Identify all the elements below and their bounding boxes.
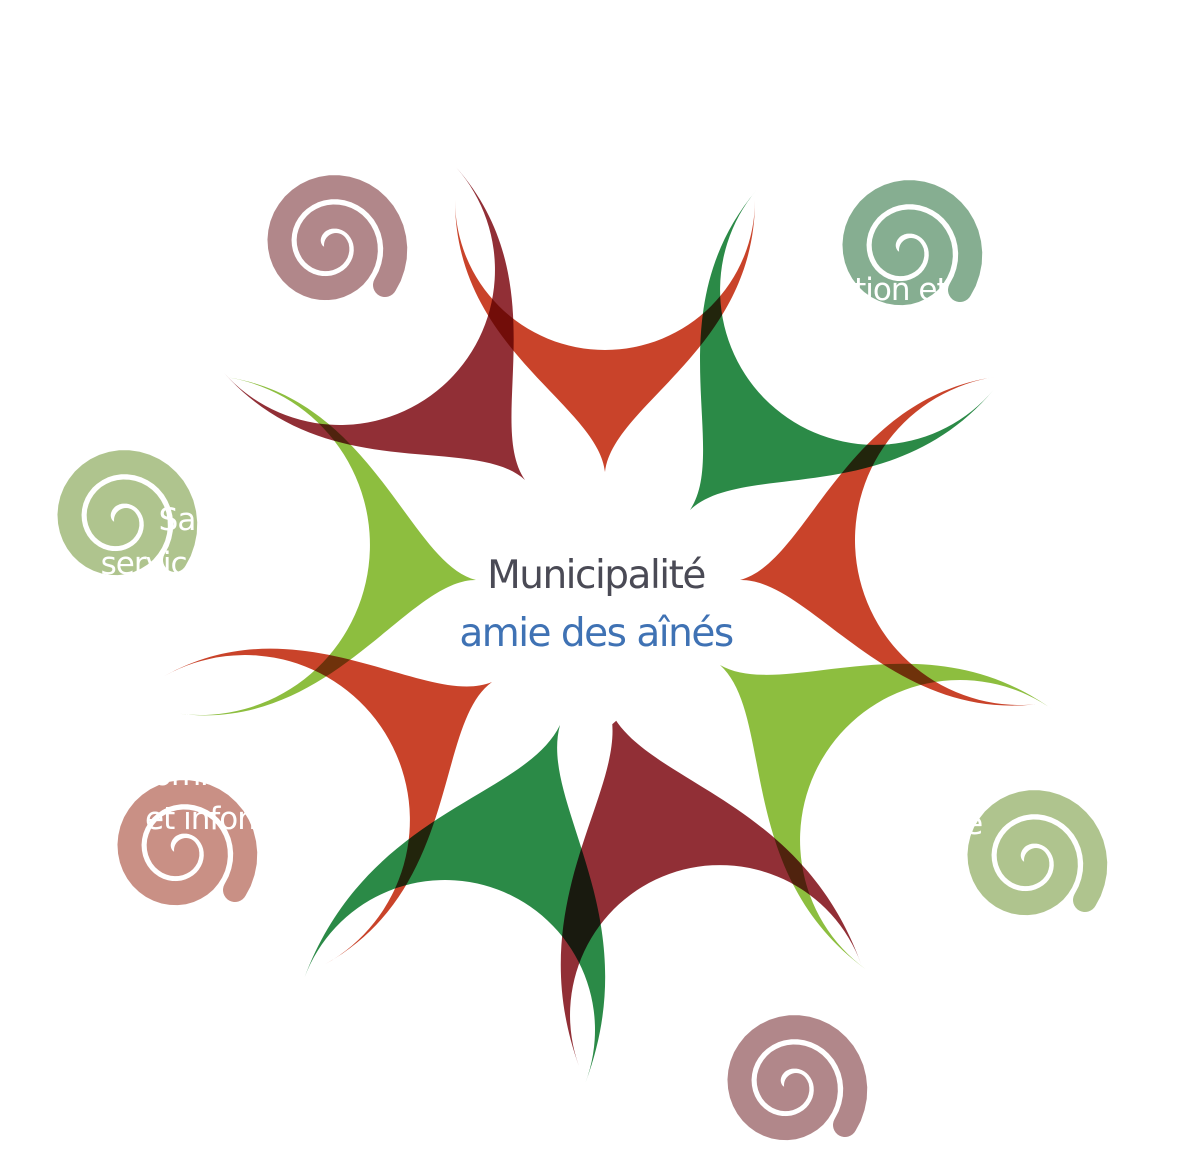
petal-label-line: et information (145, 801, 351, 837)
petal-label-securite: Sécurité (295, 297, 415, 333)
petal-label-line: mobilité (941, 541, 1059, 577)
petal-label-line: sociale (882, 806, 982, 842)
swirl-decoration-securite (267, 175, 408, 301)
center-title-line-2: amie des aînés (459, 611, 733, 656)
petal-label-line: Habitation et (758, 272, 948, 308)
petal-label-transport: Transport et mobilité (912, 497, 1088, 577)
petal-label-communication: Communication et information (132, 757, 363, 837)
petal-shape-loisirs (560, 710, 862, 1066)
petal-shape-participation (720, 663, 1055, 970)
swirl-decoration-loisirs (727, 1015, 868, 1141)
petal-shape-communication (164, 648, 492, 965)
petal-label-line: Respect (404, 927, 521, 963)
petal-respect (304, 725, 606, 1083)
petal-shape-transport (740, 376, 1044, 706)
center-title-line-1: Municipalité (487, 553, 705, 598)
petal-label-line: et inclusion (379, 971, 545, 1007)
petal-label-line: Transport et (912, 497, 1088, 533)
petal-label-line: Loisirs (682, 937, 773, 973)
petal-habitation (690, 180, 994, 510)
swirl-decoration-sante (57, 450, 198, 576)
petal-participation (720, 663, 1108, 970)
petal-shape-espaces (455, 200, 755, 472)
petal-label-loisirs: Loisirs (682, 937, 773, 973)
swirl-decoration-habitation (842, 180, 983, 306)
petal-label-habitation: Habitation et milieu de vie (758, 272, 948, 352)
petal-label-line: Participation (842, 762, 1023, 798)
swirl-decoration-participation (967, 790, 1108, 916)
petal-label-line: extérieurs et (512, 186, 698, 222)
petal-label-line: bâtiments (531, 230, 679, 266)
swirl-decoration-communication (117, 780, 258, 906)
center-title: Municipalité amie des aînés (459, 553, 734, 656)
center-white-star (452, 473, 748, 735)
petal-labels-layer: Espaces extérieurs et bâtimentsHabitation … (101, 142, 1090, 1051)
petal-label-sante: Santé et services sociaux (101, 502, 340, 582)
petal-shape-habitation (690, 190, 994, 510)
petal-label-respect: Respect et inclusion sociale (379, 927, 545, 1051)
petal-espaces (455, 200, 755, 472)
petal-label-line: sociale (412, 1015, 512, 1051)
petal-securite (223, 167, 526, 480)
petal-shape-sante (178, 376, 476, 716)
petal-label-line: Communication (132, 757, 363, 793)
petal-label-espaces: Espaces extérieurs et bâtiments (512, 142, 698, 266)
petal-transport (740, 376, 1044, 706)
petals-layer (57, 167, 1108, 1141)
petal-label-line: milieu de vie (760, 316, 946, 352)
petal-label-line: Sécurité (295, 297, 415, 333)
petal-sante (57, 376, 476, 716)
petal-shape-respect (304, 725, 606, 1083)
petal-loisirs (560, 710, 868, 1141)
petal-communication (117, 648, 492, 965)
petal-label-line: Espaces (545, 142, 665, 178)
petal-label-participation: Participation sociale (842, 762, 1023, 842)
petal-label-line: services sociaux (101, 546, 340, 582)
petal-label-line: Santé et (159, 502, 282, 538)
petal-shape-securite (223, 167, 526, 480)
